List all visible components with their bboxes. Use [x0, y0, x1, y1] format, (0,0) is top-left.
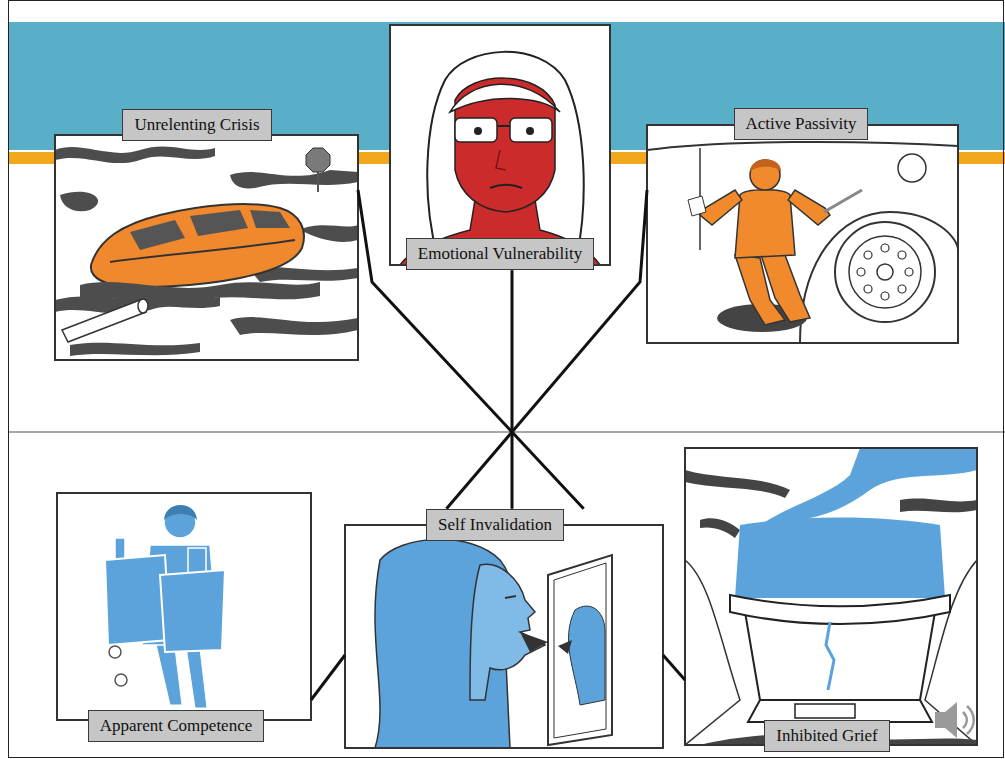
panel-label: Active Passivity — [734, 108, 869, 140]
mirror-picture — [345, 525, 663, 748]
panel-label: Unrelenting Crisis — [122, 109, 271, 141]
face-picture — [390, 25, 610, 265]
slide-background — [8, 1, 1005, 758]
dam-picture — [685, 448, 977, 745]
speaker-icon — [935, 702, 974, 738]
dilemma-panel: Self Invalidation — [345, 509, 663, 748]
connector-line — [511, 270, 514, 509]
panel-label: Self Invalidation — [426, 509, 564, 541]
connector-line — [311, 655, 345, 700]
panel-label: Apparent Competence — [88, 710, 264, 742]
flood-picture — [55, 135, 358, 360]
dilemma-panel: Active Passivity — [647, 108, 958, 343]
dilemma-panel: Apparent Competence — [57, 493, 311, 742]
dilemma-panel: Unrelenting Crisis — [55, 109, 358, 360]
panel-label: Inhibited Grief — [764, 720, 890, 752]
panel-label: Emotional Vulnerability — [406, 238, 594, 270]
dilemma-panel: Inhibited Grief — [685, 448, 977, 752]
groceries-picture — [57, 493, 311, 720]
connector-line — [663, 655, 685, 680]
car-wheel-picture — [647, 125, 958, 343]
dilemma-panel: Emotional Vulnerability — [390, 25, 610, 270]
